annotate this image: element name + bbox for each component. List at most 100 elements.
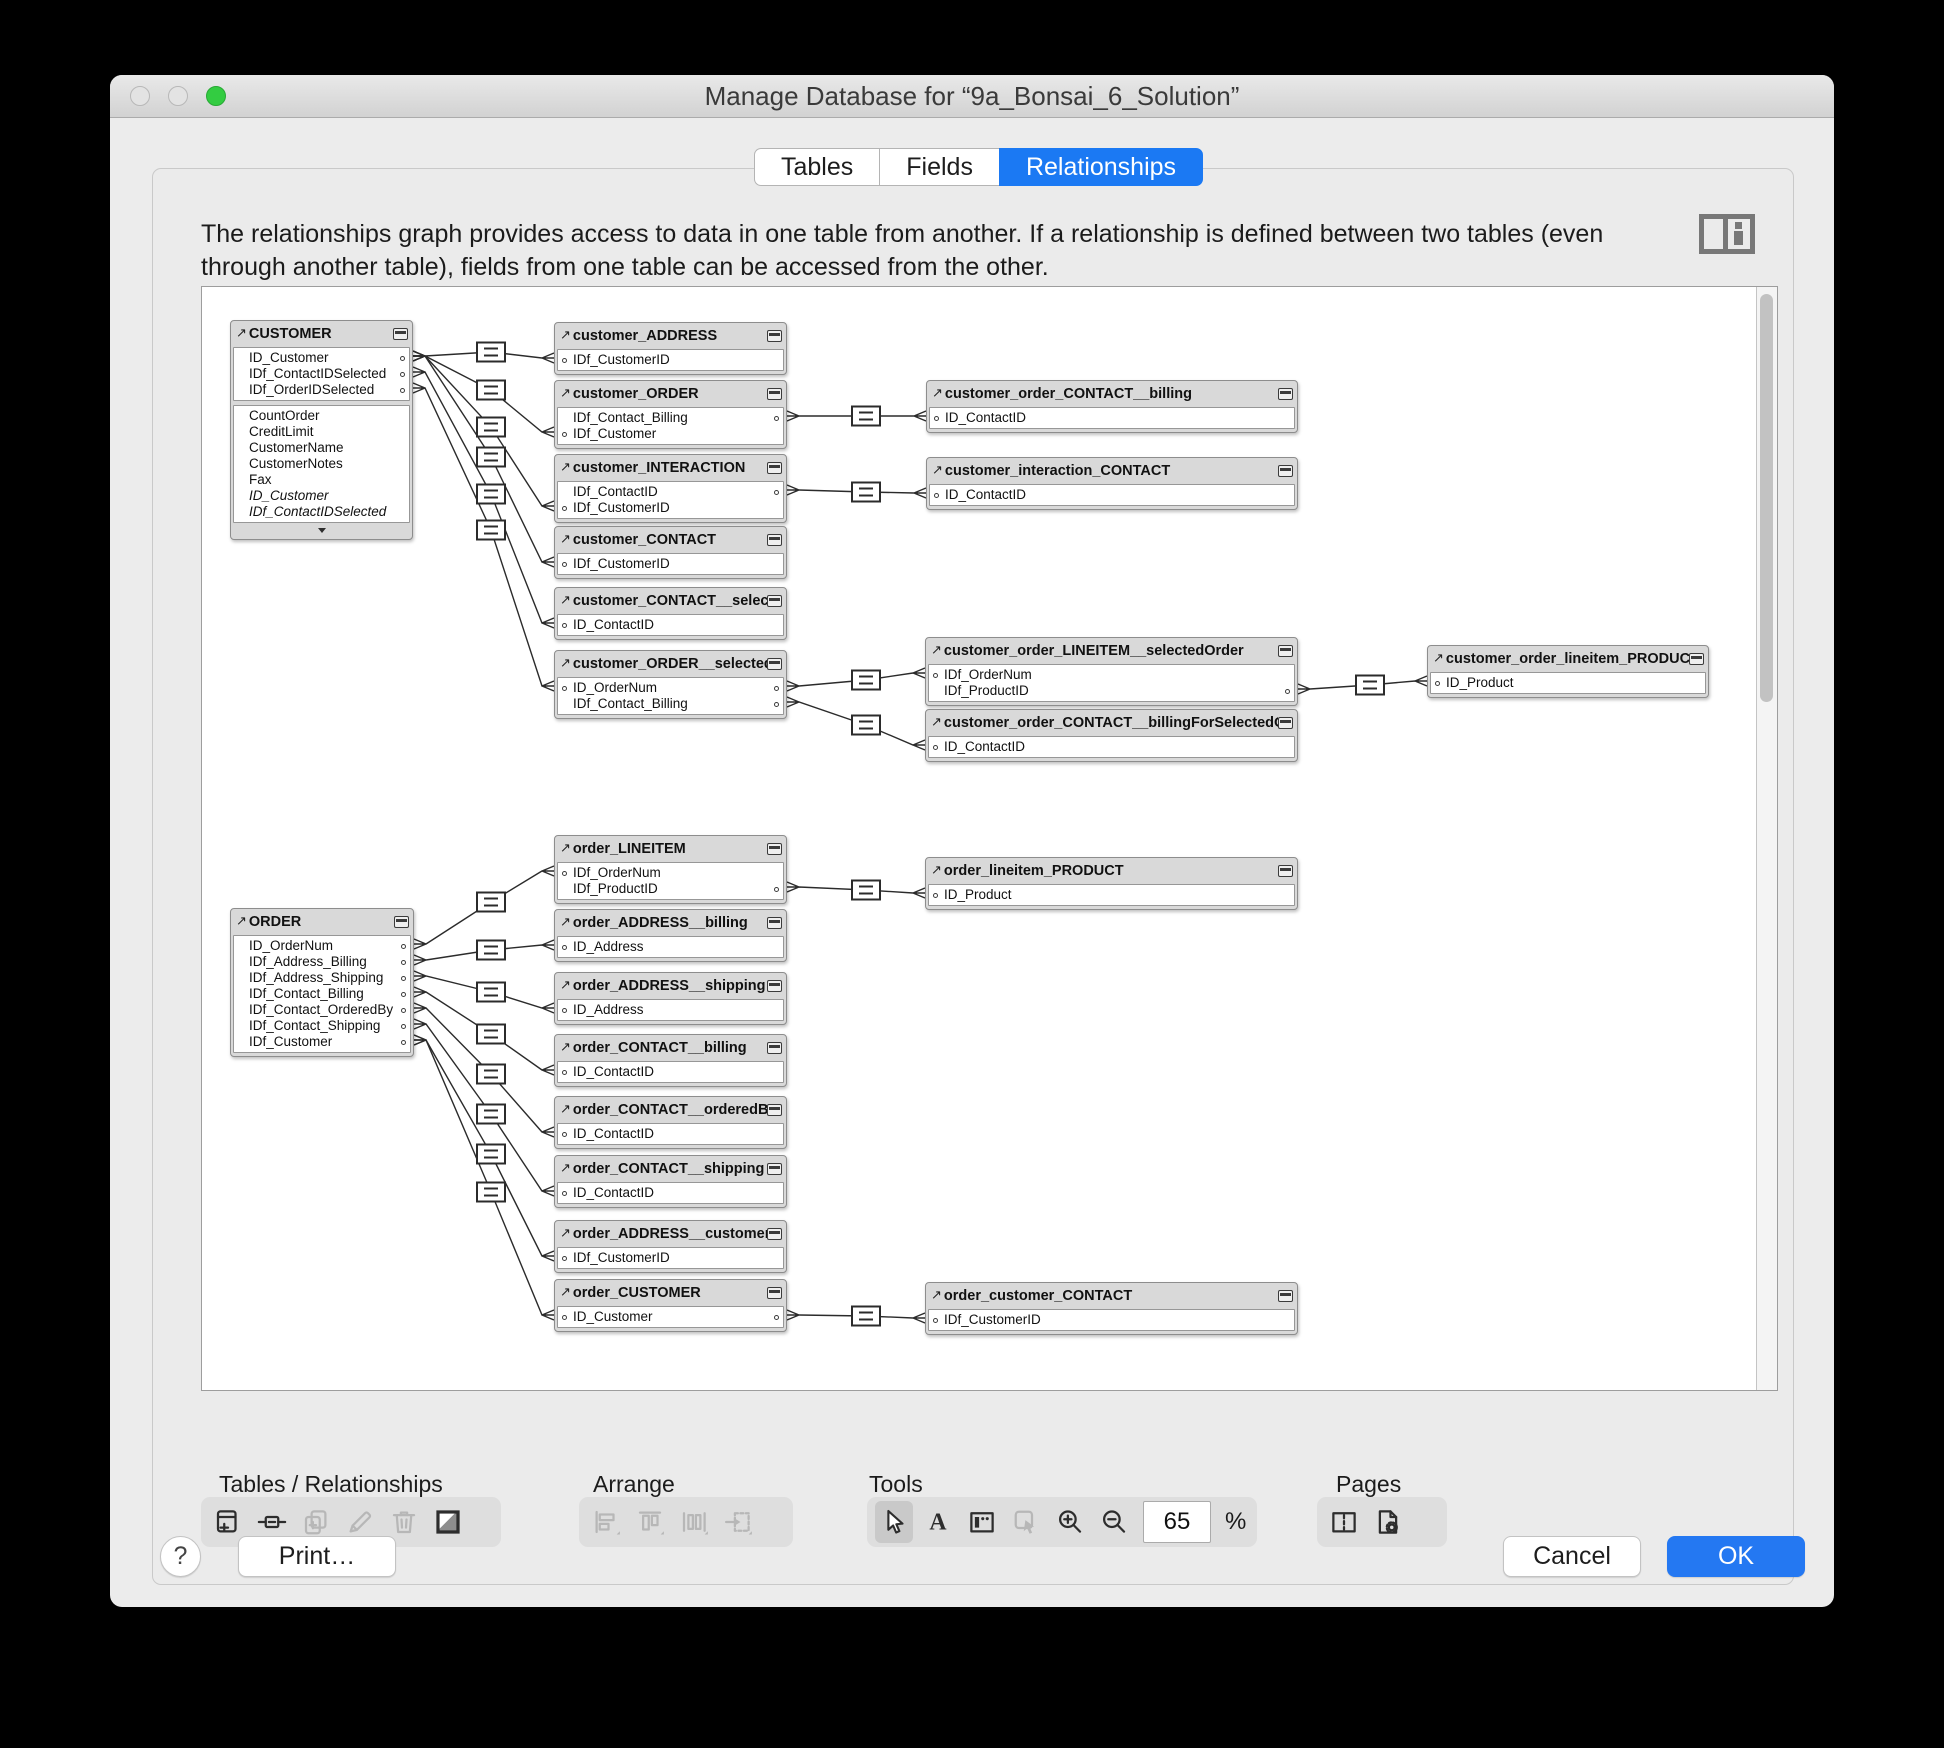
collapse-table-icon[interactable] [767,462,782,474]
equijoin-operator-icon[interactable] [851,405,881,427]
collapse-table-icon[interactable] [767,595,782,607]
field-ID_ContactID[interactable]: ID_ContactID [558,1126,783,1142]
equijoin-operator-icon[interactable] [476,1181,506,1203]
field-IDf_CustomerID[interactable]: IDf_CustomerID [929,1312,1294,1328]
field-IDf_CustomerID[interactable]: IDf_CustomerID [558,352,783,368]
collapse-table-icon[interactable] [767,1287,782,1299]
table-header[interactable]: ↗customer_order_LINEITEM__selectedOrder [928,638,1295,664]
collapse-table-icon[interactable] [767,534,782,546]
equijoin-operator-icon[interactable] [851,481,881,503]
close-window-icon[interactable] [130,86,150,106]
equijoin-operator-icon[interactable] [1355,674,1385,696]
equijoin-operator-icon[interactable] [476,341,506,363]
collapse-table-icon[interactable] [767,388,782,400]
layout-info-toggle-icon[interactable] [1699,214,1755,254]
table-header[interactable]: ↗order_CONTACT__billing [557,1035,784,1061]
field-ID_Customer[interactable]: ID_Customer [234,350,409,366]
equijoin-operator-icon[interactable] [476,379,506,401]
collapse-table-icon[interactable] [767,330,782,342]
field-ID_ContactID[interactable]: ID_ContactID [558,617,783,633]
table-header[interactable]: ↗customer_CONTACT__selected [557,588,784,614]
tab-fields[interactable]: Fields [879,148,999,186]
field-ID_Address[interactable]: ID_Address [558,939,783,955]
field-CustomerNotes[interactable]: CustomerNotes [249,456,343,471]
field-IDf_Address_Billing[interactable]: IDf_Address_Billing [234,954,410,970]
collapse-table-icon[interactable] [767,658,782,670]
table-header[interactable]: ↗customer_ORDER [557,381,784,407]
table-occurrence-order_customer_CONTACT[interactable]: ↗order_customer_CONTACT IDf_CustomerID [925,1282,1298,1335]
field-IDf_OrderNum[interactable]: IDf_OrderNum [929,667,1294,683]
collapse-table-icon[interactable] [767,1163,782,1175]
field-ID_ContactID[interactable]: ID_ContactID [930,487,1294,503]
field-ID_Product[interactable]: ID_Product [929,887,1294,903]
collapse-table-icon[interactable] [767,1228,782,1240]
collapse-table-icon[interactable] [767,1042,782,1054]
table-header[interactable]: ↗order_lineitem_PRODUCT [928,858,1295,884]
graph-scrollbar-thumb[interactable] [1760,294,1773,702]
equijoin-operator-icon[interactable] [476,416,506,438]
print-button[interactable]: Print… [238,1536,396,1577]
table-header[interactable]: ↗order_customer_CONTACT [928,1283,1295,1309]
field-IDf_Customer[interactable]: IDf_Customer [234,1034,410,1050]
equijoin-operator-icon[interactable] [476,1143,506,1165]
equijoin-operator-icon[interactable] [476,891,506,913]
table-occurrence-order_lineitem_PRODUCT[interactable]: ↗order_lineitem_PRODUCT ID_Product [925,857,1298,910]
equijoin-operator-icon[interactable] [851,879,881,901]
help-button[interactable]: ? [160,1536,201,1577]
field-ID_OrderNum[interactable]: ID_OrderNum [234,938,410,954]
zoom-window-icon[interactable] [206,86,226,106]
equijoin-operator-icon[interactable] [476,1063,506,1085]
field-IDf_Contact_Billing[interactable]: IDf_Contact_Billing [558,410,783,426]
equijoin-operator-icon[interactable] [476,939,506,961]
equijoin-operator-icon[interactable] [476,1023,506,1045]
zoom-in-icon[interactable] [1051,1501,1089,1543]
field-IDf_ContactIDSelected[interactable]: IDf_ContactIDSelected [234,366,409,382]
add-table-icon[interactable] [209,1501,247,1543]
equijoin-operator-icon[interactable] [851,714,881,736]
field-ID_ContactID[interactable]: ID_ContactID [929,739,1294,755]
zoom-out-icon[interactable] [1095,1501,1133,1543]
text-tool-icon[interactable]: A [919,1501,957,1543]
field-CustomerName[interactable]: CustomerName [249,440,344,455]
cancel-button[interactable]: Cancel [1503,1536,1641,1577]
table-header[interactable]: ↗order_ADDRESS__shipping [557,973,784,999]
table-header[interactable]: ↗customer_CONTACT [557,527,784,553]
field-CreditLimit[interactable]: CreditLimit [249,424,314,439]
field-ID_Customer[interactable]: ID_Customer [558,1309,783,1325]
ok-button[interactable]: OK [1667,1536,1805,1577]
field-IDf_CustomerID[interactable]: IDf_CustomerID [558,500,783,516]
collapse-table-icon[interactable] [767,843,782,855]
field-ID_Product[interactable]: ID_Product [1431,675,1705,691]
table-header[interactable]: ↗customer_INTERACTION [557,455,784,481]
table-header[interactable]: ↗order_LINEITEM [557,836,784,862]
add-relationship-icon[interactable] [253,1501,291,1543]
collapse-table-icon[interactable] [1278,1290,1293,1302]
cursor-icon[interactable] [875,1501,913,1543]
field-Fax[interactable]: Fax [249,472,272,487]
field-IDf_Contact_Billing[interactable]: IDf_Contact_Billing [234,986,410,1002]
field-ID_Customer[interactable]: ID_Customer [249,488,329,503]
field-IDf_Address_Shipping[interactable]: IDf_Address_Shipping [234,970,410,986]
field-IDf_Contact_Shipping[interactable]: IDf_Contact_Shipping [234,1018,410,1034]
table-occurrence-customer_order_CONTACT__billingForSelectedOrder[interactable]: ↗customer_order_CONTACT__billingForSelec… [925,709,1298,762]
color-swatch-icon[interactable] [429,1501,467,1543]
field-ID_Address[interactable]: ID_Address [558,1002,783,1018]
table-header[interactable]: ↗customer_order_CONTACT__billing [929,381,1295,407]
collapse-table-icon[interactable] [767,980,782,992]
collapse-table-icon[interactable] [1278,645,1293,657]
field-IDf_Contact_OrderedBy[interactable]: IDf_Contact_OrderedBy [234,1002,410,1018]
field-IDf_Contact_Billing[interactable]: IDf_Contact_Billing [558,696,783,712]
